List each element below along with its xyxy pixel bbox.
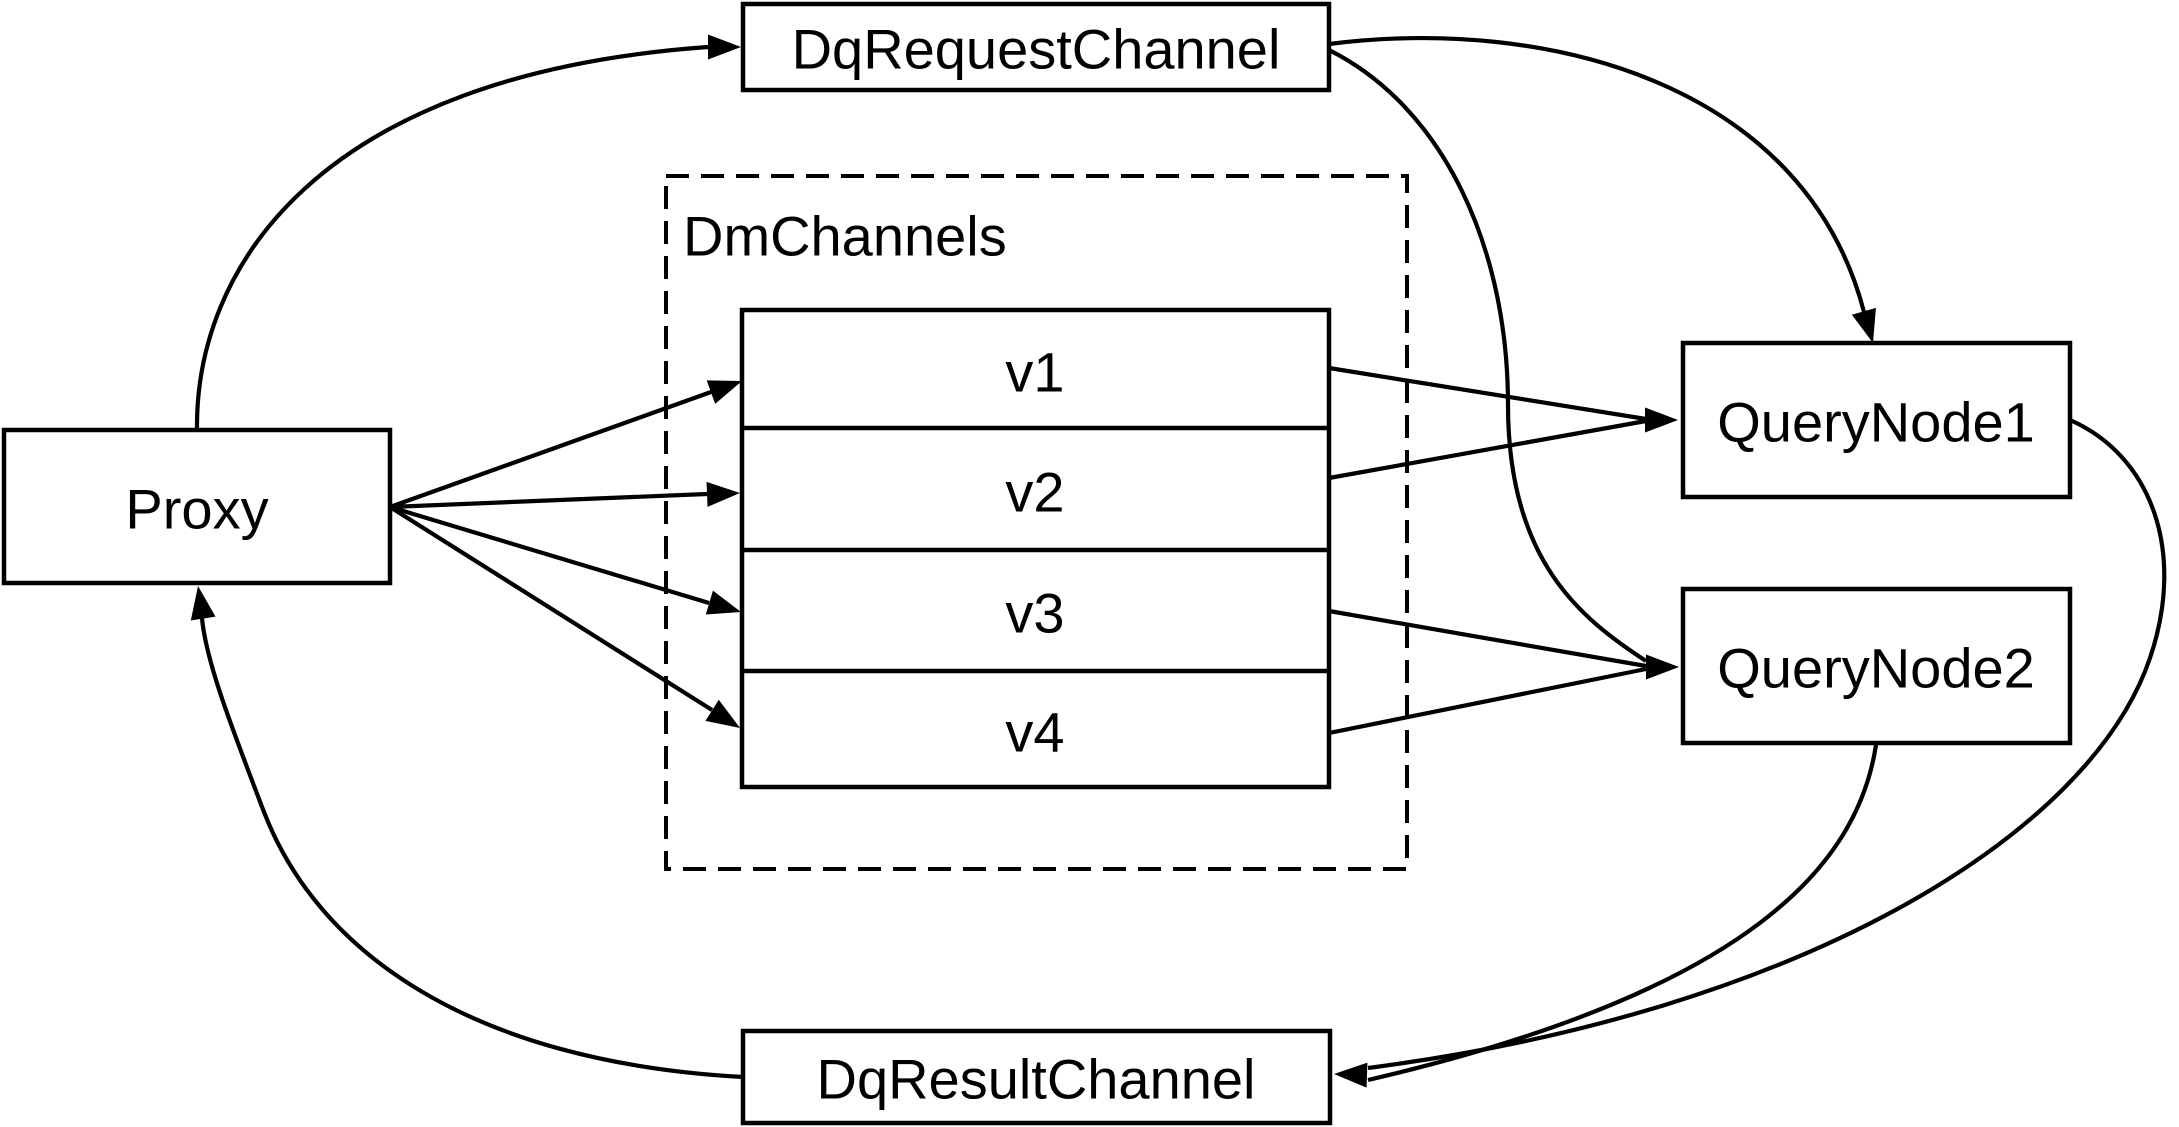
edge-v1-to-querynode1 (1328, 365, 1647, 422)
edge-dqrequestchannel-to-querynode1 (1328, 36, 1867, 313)
edge-proxy-to-v3 (389, 504, 710, 606)
channel-row-v4-label: v4 (1005, 701, 1064, 764)
edge-proxy-to-dqrequestchannel (194, 44, 709, 431)
node-dqrequestchannel-label: DqRequestChannel (792, 18, 1281, 81)
arrowhead-into-proxy-bottom (190, 586, 216, 621)
arrowhead-into-v3 (705, 590, 741, 615)
channel-row-v3-label: v3 (1005, 582, 1064, 645)
edge-querynode1-to-dqresultchannel (1367, 418, 2167, 1071)
arrowhead-into-querynode2-left (1646, 654, 1679, 680)
edges-layer (194, 36, 2167, 1083)
channel-stack: v1 v2 v3 v4 (739, 307, 1332, 790)
arrowhead-into-querynode1-top (1851, 307, 1876, 343)
arrowhead-into-dqrequestchannel (708, 34, 741, 60)
node-dqresultchannel (740, 1028, 1333, 1126)
edge-proxy-to-v1 (389, 390, 712, 509)
edge-proxy-to-v2 (389, 491, 708, 510)
edge-proxy-to-v4 (388, 505, 714, 712)
edge-v2-to-querynode1 (1328, 418, 1647, 481)
node-querynode2-label: QueryNode2 (1717, 637, 2035, 700)
arrowhead-into-v1 (706, 380, 742, 404)
node-querynode1-label: QueryNode1 (1717, 391, 2035, 454)
node-proxy (1, 427, 393, 586)
channel-row-v1-label: v1 (1005, 341, 1064, 404)
dmchannels-group: DmChannels (664, 174, 1409, 871)
arrowhead-into-v4 (705, 699, 740, 728)
nodes-layer: Proxy DqRequestChannel v1 v2 v3 v4 Query… (1, 1, 2073, 1126)
node-dqresultchannel-label: DqResultChannel (817, 1048, 1256, 1111)
node-dqrequestchannel (740, 1, 1332, 93)
edge-dqresultchannel-to-proxy (199, 617, 744, 1080)
dmchannels-group-label: DmChannels (683, 205, 1007, 268)
edge-v4-to-querynode2 (1328, 666, 1647, 736)
channel-row-v2-label: v2 (1005, 461, 1064, 524)
arrowhead-into-v2 (706, 481, 740, 507)
edge-dqrequestchannel-to-querynode2 (1328, 48, 1648, 663)
edge-v3-to-querynode2 (1328, 608, 1647, 669)
edge-querynode2-to-dqresultchannel (1367, 744, 1879, 1083)
arrowhead-into-querynode1-left (1645, 407, 1678, 433)
arrowheads-layer (190, 34, 1876, 1088)
node-proxy-label: Proxy (125, 478, 268, 541)
dmchannels-group-border (664, 174, 1409, 871)
node-querynode2 (1680, 586, 2073, 746)
node-querynode1 (1680, 340, 2073, 500)
arrowhead-into-dqresultchannel (1334, 1062, 1368, 1088)
